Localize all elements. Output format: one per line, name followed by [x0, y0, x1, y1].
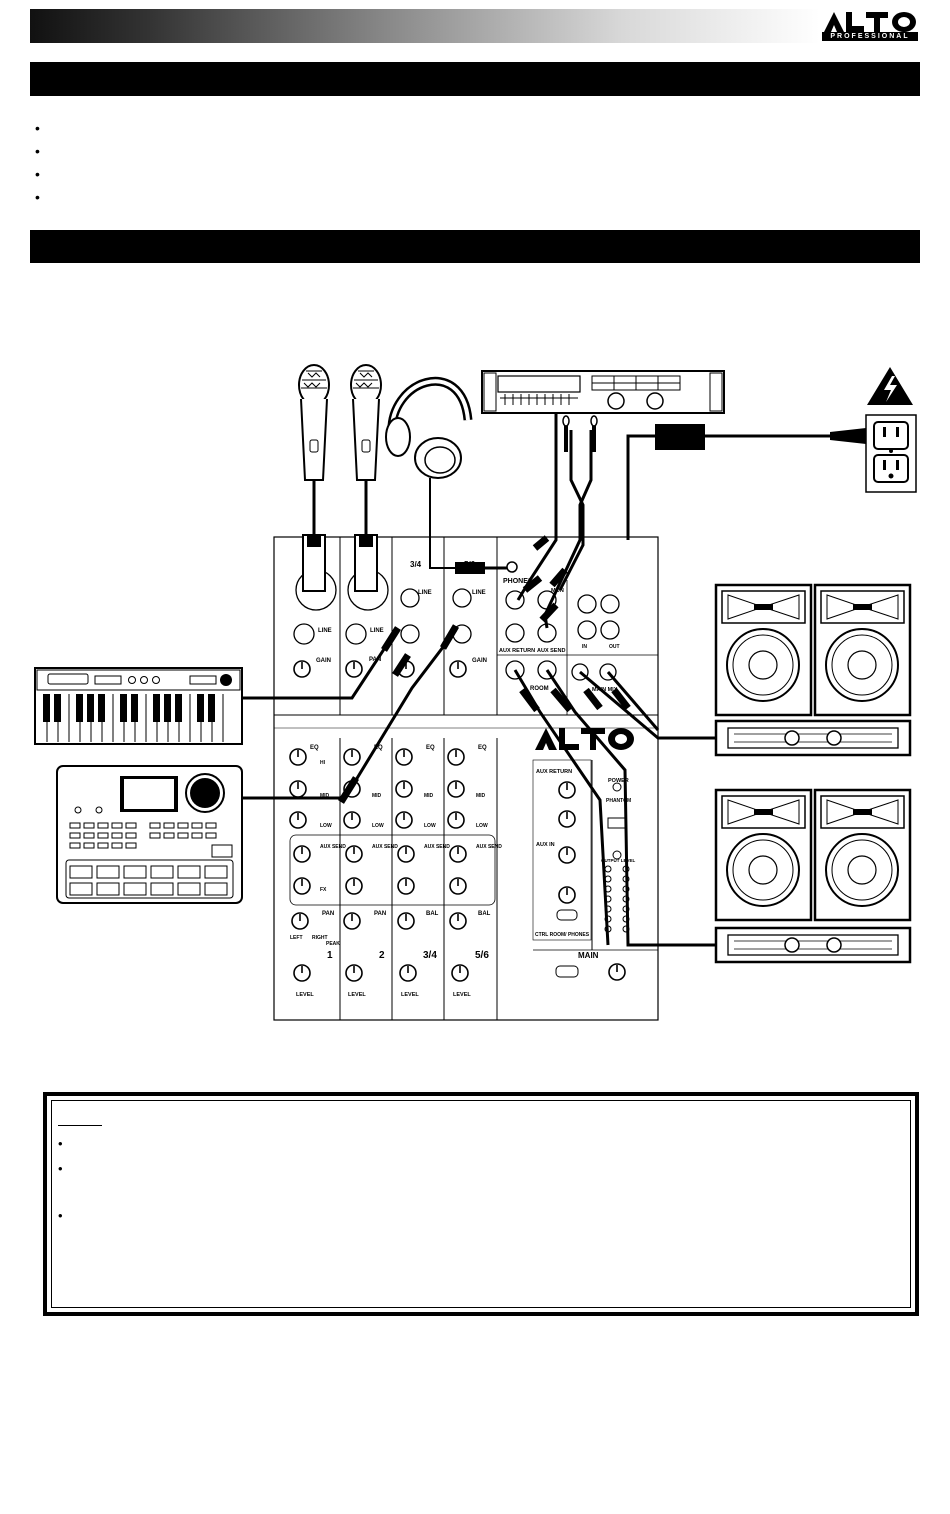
- label-peak-1: PEAK: [326, 941, 340, 947]
- label-low-1: LOW: [320, 823, 332, 829]
- label-level-1: LEVEL: [296, 992, 314, 998]
- label-mid-2: MID: [372, 793, 382, 799]
- label-eq-2: EQ: [374, 745, 383, 751]
- label-low-3: LOW: [424, 823, 436, 829]
- label-output-level: OUTPUT LEVEL: [601, 858, 636, 863]
- section-heading-bar-2: [30, 230, 920, 263]
- speaker-top-left-icon: [714, 583, 813, 717]
- label-aux-return-top: AUX RETURN: [499, 648, 535, 654]
- label-out: OUT: [609, 644, 620, 650]
- label-aux-send-4: AUX SEND: [476, 844, 502, 850]
- label-power: POWER: [608, 778, 629, 784]
- label-room: ROOM: [530, 686, 549, 692]
- label-main-mix: MAIN MIX: [592, 687, 618, 693]
- label-level-2: LEVEL: [348, 992, 366, 998]
- label-mid-3: MID: [424, 793, 434, 799]
- label-eq-3: EQ: [426, 745, 435, 751]
- bullet-3: •: [35, 166, 40, 182]
- microphone-1-icon: [298, 364, 330, 481]
- amplifier-bottom-icon: [714, 926, 912, 964]
- label-aux-return: AUX RETURN: [536, 769, 572, 775]
- label-phones: PHONES: [503, 578, 533, 585]
- bullet-1: •: [35, 120, 40, 136]
- speaker-top-right-icon: [813, 583, 912, 717]
- label-phantom: PHANTOM: [606, 798, 631, 804]
- label-in: IN: [582, 644, 587, 650]
- label-aux-in: AUX IN: [536, 842, 555, 848]
- headphones-icon: [385, 376, 473, 479]
- label-aux-send-1: AUX SEND: [320, 844, 346, 850]
- label-gain-1: GAIN: [316, 658, 331, 664]
- note-heading-underline: [58, 1125, 102, 1126]
- label-main: MAIN: [578, 951, 599, 960]
- channel-number-2: 2: [379, 950, 385, 961]
- alto-logo: [824, 12, 916, 32]
- label-mid-4: MID: [476, 793, 486, 799]
- label-aux-send-2: AUX SEND: [372, 844, 398, 850]
- channel-number-5-6: 5/6: [475, 950, 489, 961]
- amplifier-top-icon: [714, 719, 912, 757]
- header-gradient-bar: [30, 9, 820, 43]
- label-line-3-4: LINE: [418, 590, 432, 596]
- section-heading-bar-1: [30, 62, 920, 96]
- speaker-bottom-left-icon: [714, 788, 813, 922]
- microphone-2-icon: [350, 364, 382, 481]
- label-pan-2: PAN: [374, 911, 386, 917]
- warning-icon: [867, 367, 913, 405]
- drum-machine-icon: [56, 765, 243, 904]
- brand-tagline: PROFESSIONAL: [822, 32, 918, 41]
- label-hi-1: HI: [320, 760, 326, 766]
- label-fx-1: FX: [320, 887, 327, 893]
- effects-processor-icon: [481, 370, 725, 414]
- label-level-3: LEVEL: [401, 992, 419, 998]
- note-bullet-3: •: [58, 1208, 63, 1223]
- label-mid-1: MID: [320, 793, 330, 799]
- power-outlet-icon: [865, 414, 917, 493]
- note-box: [43, 1092, 919, 1316]
- label-line-1: LINE: [318, 628, 332, 634]
- speaker-bottom-right-icon: [813, 788, 912, 922]
- channel-number-3-4: 3/4: [423, 950, 437, 961]
- label-low-4: LOW: [476, 823, 488, 829]
- channel-number-1: 1: [327, 950, 333, 961]
- label-level-4: LEVEL: [453, 992, 471, 998]
- note-bullet-2: •: [58, 1161, 63, 1176]
- label-aux-send-top: AUX SEND: [537, 648, 565, 654]
- label-bal-4: BAL: [478, 911, 491, 917]
- label-aux-send-3: AUX SEND: [424, 844, 450, 850]
- label-right-1: RIGHT: [312, 935, 328, 941]
- label-line-2: LINE: [370, 628, 384, 634]
- label-ctrl-room: CTRL ROOM/ PHONES: [535, 932, 590, 938]
- label-top-group-3-4: 3/4: [410, 560, 422, 569]
- note-bullet-1: •: [58, 1136, 63, 1151]
- label-bal-3: BAL: [426, 911, 439, 917]
- label-eq-1: EQ: [310, 745, 319, 751]
- label-gain-5-6: GAIN: [472, 658, 487, 664]
- label-eq-4: EQ: [478, 745, 487, 751]
- label-line-5-6: LINE: [472, 590, 486, 596]
- keyboard-icon: [34, 667, 243, 745]
- label-left-1: LEFT: [290, 935, 303, 941]
- connection-diagram: 3/4 5/6 PHONES AUX RETURN AUX SEND LINE …: [34, 364, 917, 1021]
- bullet-2: •: [35, 143, 40, 159]
- label-low-2: LOW: [372, 823, 384, 829]
- label-pan-1: PAN: [322, 911, 334, 917]
- bullet-4: •: [35, 189, 40, 205]
